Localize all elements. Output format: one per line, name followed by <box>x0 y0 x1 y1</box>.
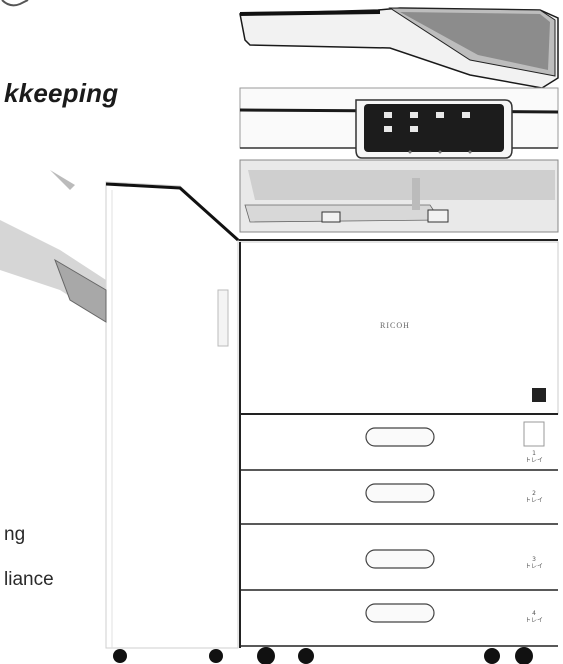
finisher-unit <box>0 170 240 649</box>
tray-handle-1 <box>365 427 435 447</box>
bullet-text-2: liance <box>4 569 54 590</box>
tray-label-4: 4 トレイ <box>524 610 543 624</box>
tray-label-1: 1 トレイ <box>524 450 543 464</box>
output-tray <box>236 159 559 241</box>
tray-handle-2 <box>365 483 435 503</box>
tray-label-3: 3 トレイ <box>524 556 543 570</box>
tray-handle-3 <box>365 549 435 569</box>
bullet-text-1: ng <box>4 524 26 545</box>
wheels <box>113 647 533 664</box>
power-button-icon <box>532 388 546 402</box>
tray-handle-4 <box>365 603 435 623</box>
main-body <box>239 241 559 648</box>
paper-trays <box>240 413 558 647</box>
tray-label-2: 2 トレイ <box>524 490 543 504</box>
brand-logo: RICOH <box>380 321 410 330</box>
section-heading: kkeeping <box>4 78 119 108</box>
top-fragment-icon <box>1 0 29 7</box>
document-feeder <box>239 7 559 89</box>
touch-panel-icon <box>355 99 513 159</box>
